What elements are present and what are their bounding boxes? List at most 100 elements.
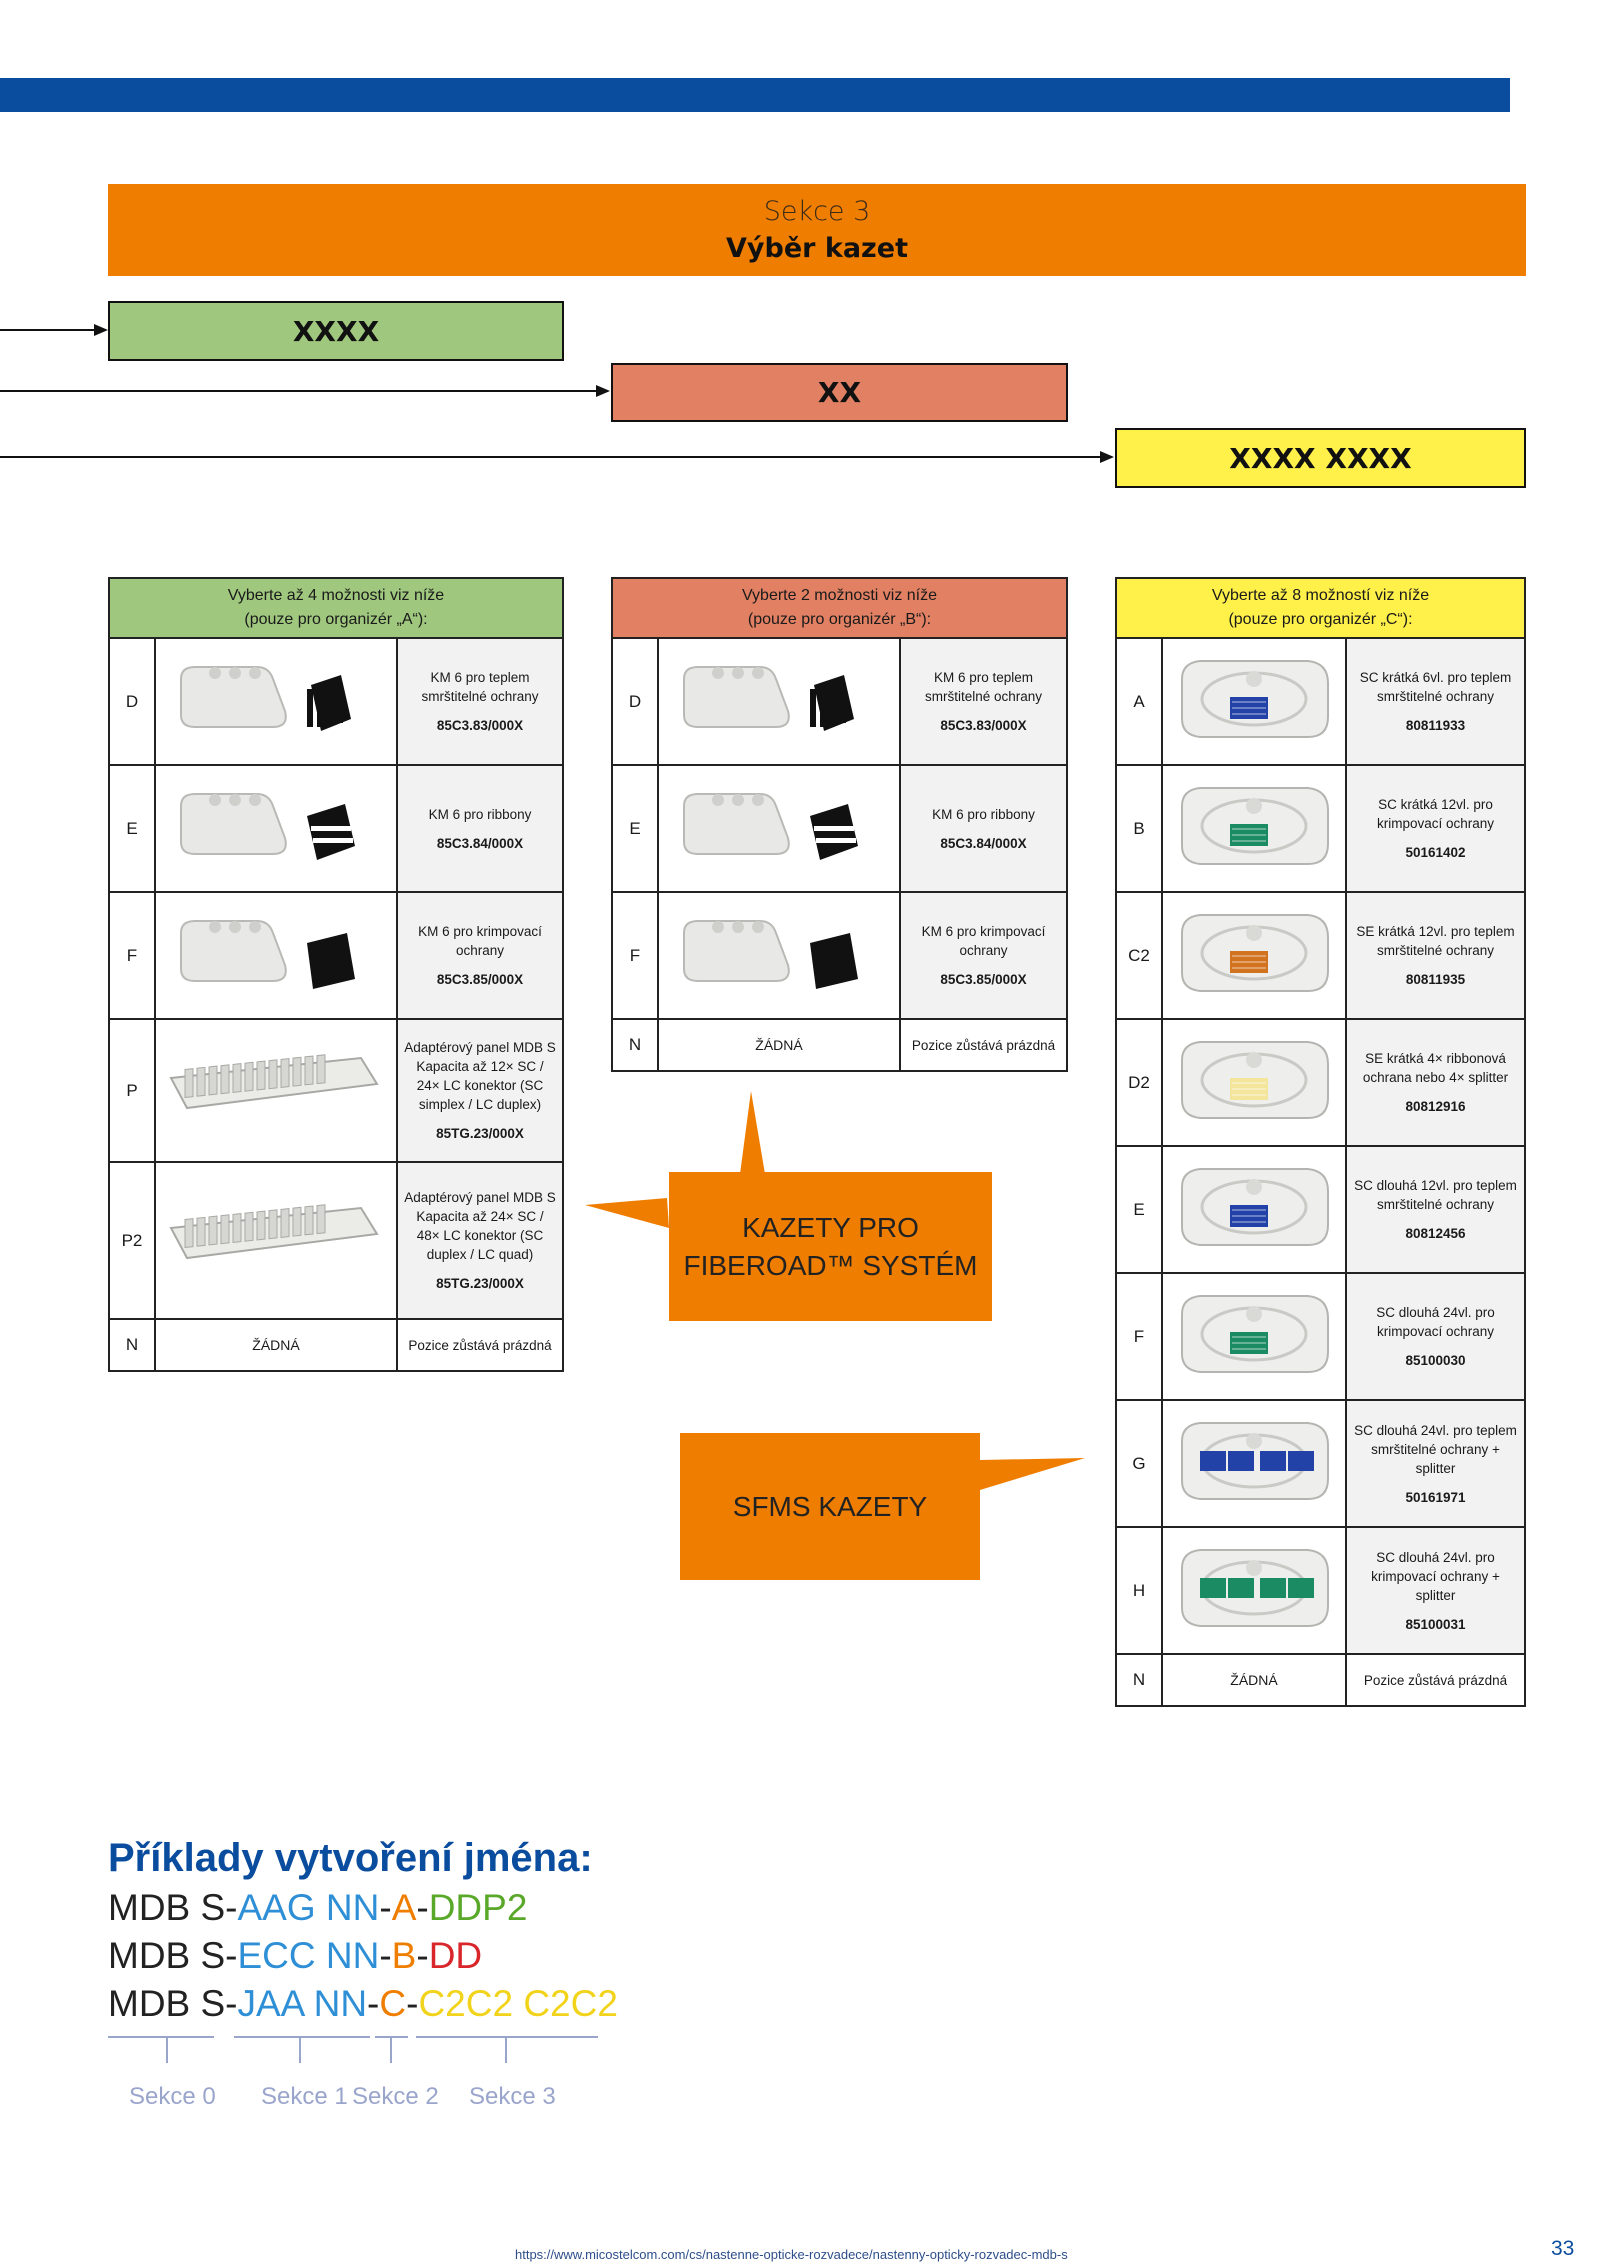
tray-blue-icon <box>1161 637 1347 766</box>
option-description-text: SC dlouhá 24vl. pro krimpovací ochrany +… <box>1371 1549 1500 1603</box>
callout-fiberoad: KAZETY PRO FIBEROAD™ SYSTÉM <box>669 1172 992 1321</box>
option-part-number: 85100031 <box>1405 1616 1466 1632</box>
options-table-a: Vyberte až 4 možnosti viz níže(pouze pro… <box>108 577 564 1372</box>
tray-long-green-double-icon <box>1161 1526 1347 1655</box>
callout-fiberoad-line1: KAZETY PRO <box>742 1211 919 1243</box>
option-code: N <box>108 1318 156 1372</box>
option-description-text: KM 6 pro teplem smrštitelné ochrany <box>421 670 539 704</box>
option-row: E SC dlouhá 12vl. pro teplem smrštitelné … <box>1115 1145 1526 1274</box>
table-header-line: (pouze pro organizér „A“): <box>244 611 428 628</box>
callout-fiberoad-line2: FIBEROAD™ SYSTÉM <box>683 1249 978 1281</box>
option-code: P <box>108 1018 156 1163</box>
option-description: Adaptérový panel MDB S Kapacita až 24× S… <box>396 1161 564 1320</box>
sekce-brackets <box>108 2036 598 2063</box>
arrow-to-code-a <box>0 324 108 336</box>
option-part-number: 85C3.84/000X <box>436 835 524 851</box>
option-description: SC dlouhá 24vl. pro krimpovací ochrany +… <box>1345 1526 1526 1655</box>
option-code: N <box>611 1018 659 1072</box>
sekce-0-label: Sekce 0 <box>129 2083 216 2110</box>
option-code: D <box>108 637 156 766</box>
table-header-line: Vyberte až 8 možností viz níže <box>1211 587 1430 604</box>
option-description-text: KM 6 pro ribbony <box>428 806 532 822</box>
code-box-a: XXXX <box>108 301 564 361</box>
table-header: Vyberte až 8 možností viz níže (pouze pro… <box>1115 577 1526 639</box>
option-description: KM 6 pro krimpovací ochrany 85C3.85/000X <box>899 891 1068 1020</box>
option-part-number: 85C3.85/000X <box>940 972 1027 987</box>
option-code: E <box>1115 1145 1163 1274</box>
option-part-number: 85TG.23/000X <box>436 1126 524 1141</box>
example-segment: MDB S- <box>108 1983 238 2024</box>
option-code: N <box>1115 1653 1163 1707</box>
cassette-with-crimp-holder-icon <box>657 891 901 1020</box>
table-header-line: (pouze pro organizér „B“): <box>747 611 932 628</box>
option-code: B <box>1115 764 1163 893</box>
option-code: P2 <box>108 1161 156 1320</box>
example-segment: C <box>379 1983 407 2024</box>
option-none-label: ŽÁDNÁ <box>657 1018 901 1072</box>
code-box-c: XXXX XXXX <box>1115 428 1526 488</box>
arrow-to-code-b <box>0 385 610 397</box>
footer-url-link[interactable]: https://www.micostelcom.com/cs/nastenne-… <box>515 2247 1068 2262</box>
option-part-number: 80811935 <box>1405 972 1466 987</box>
example-segment: DD <box>428 1935 483 1976</box>
example-segment: MDB S- <box>108 1887 238 1928</box>
table-header-line: (pouze pro organizér „C“): <box>1228 611 1413 628</box>
option-code: F <box>108 891 156 1020</box>
option-description-text: Adaptérový panel MDB S Kapacita až 12× S… <box>404 1040 556 1112</box>
cassette-with-crimp-holder-icon <box>154 891 398 1020</box>
callout-sfms-pointer <box>980 1458 1085 1490</box>
option-code: H <box>1115 1526 1163 1655</box>
option-description-text: SE krátká 12vl. pro teplem smrštitelné o… <box>1356 924 1515 958</box>
example-line: MDB S-ECC NN-B-DD <box>108 1935 482 1977</box>
option-part-number: 50161971 <box>1405 1489 1466 1505</box>
example-segment: - <box>379 1935 392 1976</box>
option-part-number: 80812916 <box>1405 1099 1466 1114</box>
arrow-to-code-c <box>0 451 1114 463</box>
example-segment: JAA NN <box>237 1983 368 2024</box>
tray-yellow-icon <box>1161 1018 1347 1147</box>
callout-sfms: SFMS KAZETY <box>680 1433 980 1580</box>
option-description: Pozice zůstává prázdná <box>899 1018 1068 1072</box>
code-box-b: XX <box>611 363 1068 422</box>
cassette-with-black-holder-icon <box>154 637 398 766</box>
option-description: SC dlouhá 12vl. pro teplem smrštitelné o… <box>1345 1145 1526 1274</box>
adapter-panel-icon <box>154 1161 398 1320</box>
example-segment: - <box>367 1983 380 2024</box>
tray-green-icon <box>1161 764 1347 893</box>
option-part-number: 80811933 <box>1405 718 1466 733</box>
option-part-number: 80812456 <box>1405 1226 1466 1241</box>
option-row: P2 Adaptérový panel MDB S Kapacita až 24×… <box>108 1161 564 1320</box>
option-row: D KM 6 pro teplem smrštitelné ochrany 85C3… <box>108 637 564 766</box>
adapter-panel-icon <box>154 1018 398 1163</box>
option-part-number: 50161402 <box>1405 845 1466 860</box>
option-description: SC krátká 6vl. pro teplem smrštitelné oc… <box>1345 637 1526 766</box>
options-table-c: Vyberte až 8 možností viz níže (pouze pro… <box>1115 577 1526 1707</box>
example-segment: - <box>379 1887 392 1928</box>
option-code: A <box>1115 637 1163 766</box>
section-title: Výběr kazet <box>726 233 908 264</box>
option-description-text: KM 6 pro krimpovací ochrany <box>921 924 1046 958</box>
examples-title: Příklady vytvoření jména: <box>108 1836 593 1880</box>
option-none-label: ŽÁDNÁ <box>154 1318 398 1372</box>
section-header: Sekce 3 Výběr kazet <box>108 184 1526 276</box>
option-description-text: KM 6 pro ribbony <box>932 806 1035 822</box>
sekce-3-label: Sekce 3 <box>469 2083 556 2110</box>
option-description: KM 6 pro teplem smrštitelné ochrany 85C3.… <box>396 637 564 766</box>
option-description: SE krátká 4× ribbonová ochrana nebo 4× s… <box>1345 1018 1526 1147</box>
option-description-text: SC krátká 6vl. pro teplem smrštitelné oc… <box>1359 670 1512 704</box>
top-accent-bar <box>0 78 1510 112</box>
example-segment: DDP2 <box>428 1887 528 1928</box>
option-part-number: 85C3.83/000X <box>436 718 524 733</box>
option-description-text: SC krátká 12vl. pro krimpovací ochrany <box>1376 797 1495 831</box>
option-part-number: 85C3.85/000X <box>436 972 524 987</box>
option-description-text: SE krátká 4× ribbonová ochrana nebo 4× s… <box>1362 1051 1509 1085</box>
example-segment: - <box>416 1887 429 1928</box>
